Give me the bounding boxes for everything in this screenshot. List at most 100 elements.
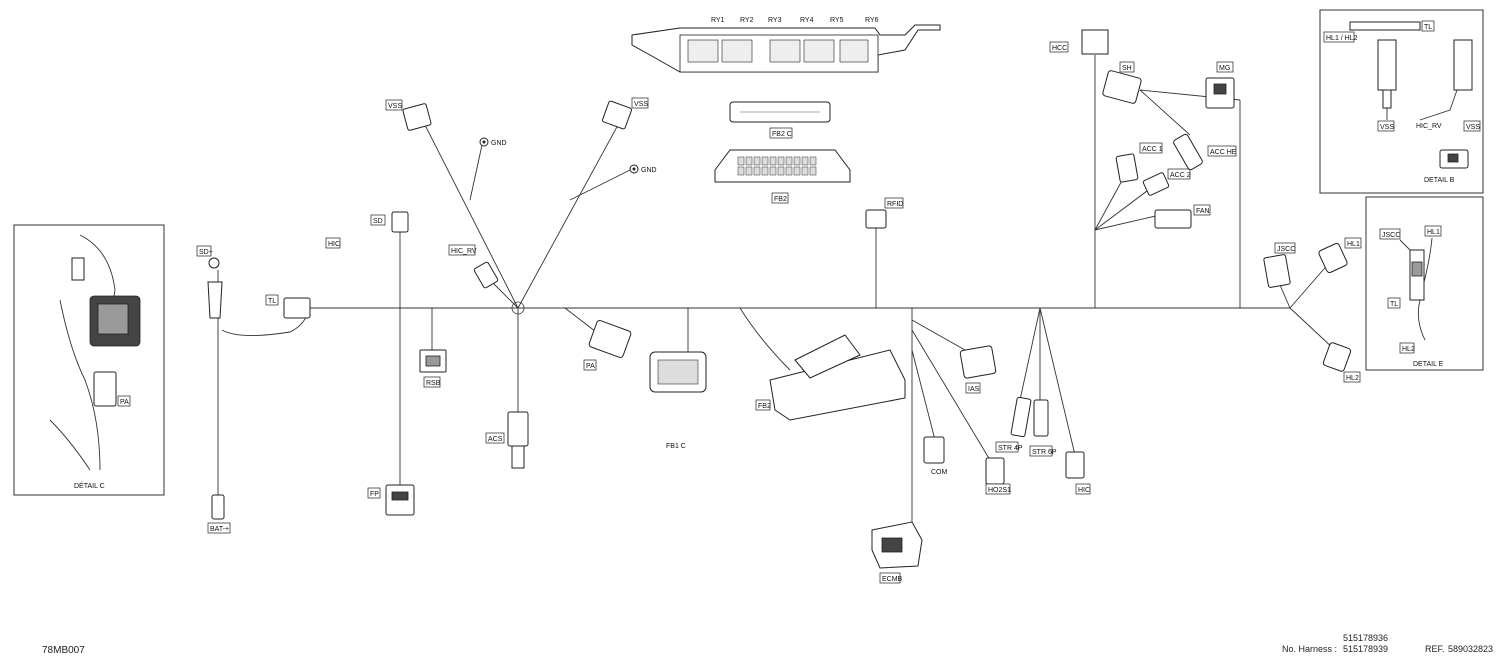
- label-pa-detail: PA: [120, 399, 129, 406]
- sd-connector: SD: [370, 211, 409, 233]
- str6p-connector: STR 6P: [1029, 399, 1057, 457]
- detail-b-hl1hl2: HL1 / HL2: [1326, 35, 1358, 42]
- label-gnd1: GND: [491, 140, 507, 147]
- label-fan: FAN: [1196, 208, 1210, 215]
- label-mg: MG: [1219, 65, 1230, 72]
- label-ias: IAS: [968, 386, 980, 393]
- detail-b-tl: TL: [1424, 24, 1432, 31]
- label-ry4: RY4: [800, 17, 814, 24]
- label-hcc: HCC: [1052, 45, 1067, 52]
- detail-e-title: DETAIL E: [1413, 361, 1444, 368]
- label-fb2: FB2: [774, 196, 787, 203]
- rsb-connector: RSB: [419, 349, 447, 388]
- label-hic-rv: HIC_RV: [451, 248, 477, 255]
- bat-terminal: BAT-+: [207, 494, 231, 534]
- detail-e-jscc: JSCC: [1382, 232, 1400, 239]
- label-ecmb: ECMB: [882, 576, 903, 583]
- label-acc1: ACC 1: [1142, 146, 1163, 153]
- label-acche: ACC HE: [1210, 149, 1237, 156]
- label-str4p: STR 4P: [998, 445, 1023, 452]
- label-com: COM: [931, 469, 948, 476]
- label-pa-main: PA: [586, 363, 595, 370]
- label-fp: FP: [370, 491, 379, 498]
- label-fb2-main: FB2: [758, 403, 771, 410]
- detail-e: JSCC HL1 TL HL2 DETAIL E: [1365, 196, 1484, 371]
- detail-e-hl1: HL1: [1427, 229, 1440, 236]
- detail-b-hicrv: HIC_RV: [1416, 123, 1442, 130]
- fan-connector: FAN: [1154, 204, 1211, 229]
- vss-left-connector: VSS: [385, 99, 432, 131]
- sh-connector: SH: [1102, 61, 1142, 104]
- vss-right-connector: VSS: [602, 97, 649, 130]
- label-str6p: STR 6P: [1032, 449, 1057, 456]
- hicrv-connector: HIC_RV: [448, 244, 499, 289]
- ecmb-connector: ECMB: [871, 521, 923, 584]
- label-vss-right: VSS: [634, 101, 648, 108]
- detail-b-vss2: VSS: [1466, 124, 1480, 131]
- tl-connector: TL: [265, 294, 311, 319]
- fb2-fusebox: FB2: [755, 334, 906, 421]
- ias-connector: IAS: [959, 345, 997, 394]
- relay-box: RY1 RY2 RY3 RY4 RY5 RY6: [631, 17, 941, 73]
- label-sh: SH: [1122, 65, 1132, 72]
- detail-e-tl: TL: [1390, 301, 1398, 308]
- detail-b-title: DETAIL B: [1424, 177, 1455, 184]
- pa-connector: PA: [583, 320, 632, 371]
- label-hic-bottom: HIC: [1078, 487, 1090, 494]
- label-ho2s1: HO2S1: [988, 487, 1011, 494]
- fb2-connector: FB2: [714, 149, 851, 204]
- label-hl2: HL2: [1346, 375, 1359, 382]
- diagram-code: 78MB007: [42, 645, 85, 656]
- hic-top-label: HIC: [325, 237, 341, 249]
- detail-c-title: DÉTAIL C: [74, 481, 105, 490]
- hic-bottom-connector: HIC: [1065, 451, 1091, 495]
- detail-b-vss1: VSS: [1380, 124, 1394, 131]
- label-rsb: RSB: [426, 380, 441, 387]
- label-hl1: HL1: [1347, 241, 1360, 248]
- label-acs: ACS: [488, 436, 503, 443]
- label-fb2c: FB2 C: [772, 131, 792, 138]
- hl1-connector: HL1: [1318, 237, 1362, 274]
- label-ry5: RY5: [830, 17, 844, 24]
- hcc-connector: HCC: [1049, 29, 1109, 55]
- detail-c: PA DÉTAIL C: [13, 224, 165, 496]
- label-ry3: RY3: [768, 17, 782, 24]
- fb2c-connector: FB2 C: [729, 101, 831, 139]
- detail-e-hl2: HL2: [1402, 346, 1415, 353]
- rfid-connector: RFID: [865, 197, 904, 229]
- acc1-connector: ACC 1: [1115, 142, 1163, 183]
- harness-number-1: 515178936: [1343, 633, 1389, 643]
- ho2s1-connector: HO2S1: [985, 457, 1011, 495]
- label-fb1c: FB1 C: [666, 443, 686, 450]
- label-vss-left: VSS: [388, 103, 402, 110]
- label-ry6: RY6: [865, 17, 879, 24]
- label-rfid: RFID: [887, 201, 903, 208]
- jscc-connector: JSCC: [1263, 242, 1296, 288]
- hl2-connector: HL2: [1322, 342, 1361, 383]
- sd-plus-terminal: SD+: [196, 245, 223, 319]
- ref-label: REF.: [1425, 644, 1445, 654]
- detail-b: TL HL1 / HL2 VSS HIC_RV VSS DETAIL B: [1319, 9, 1484, 194]
- label-acc2: ACC 2: [1170, 172, 1191, 179]
- acche-connector: ACC HE: [1173, 133, 1237, 171]
- label-sd: SD: [373, 218, 383, 225]
- acc2-connector: ACC 2: [1142, 168, 1191, 196]
- mg-connector: MG: [1205, 61, 1235, 109]
- str4p-connector: STR 4P: [995, 396, 1032, 453]
- harness-label: No. Harness :: [1282, 644, 1338, 654]
- label-tl: TL: [268, 298, 276, 305]
- acs-sensor: ACS: [485, 411, 529, 469]
- fb1c-fusebox: FB1 C: [649, 351, 707, 450]
- label-ry2: RY2: [740, 17, 754, 24]
- gnd-terminal-1: GND: [479, 137, 507, 147]
- harness-number-2: 515178939: [1343, 644, 1389, 654]
- label-ry1: RY1: [711, 17, 725, 24]
- ref-value: 589032823: [1448, 644, 1494, 654]
- com-connector: COM: [923, 436, 948, 476]
- label-hic-top: HIC: [328, 241, 340, 248]
- label-gnd2: GND: [641, 167, 657, 174]
- label-bat: BAT-+: [210, 526, 229, 533]
- fp-connector: FP: [367, 484, 415, 516]
- main-harness: [217, 55, 1336, 525]
